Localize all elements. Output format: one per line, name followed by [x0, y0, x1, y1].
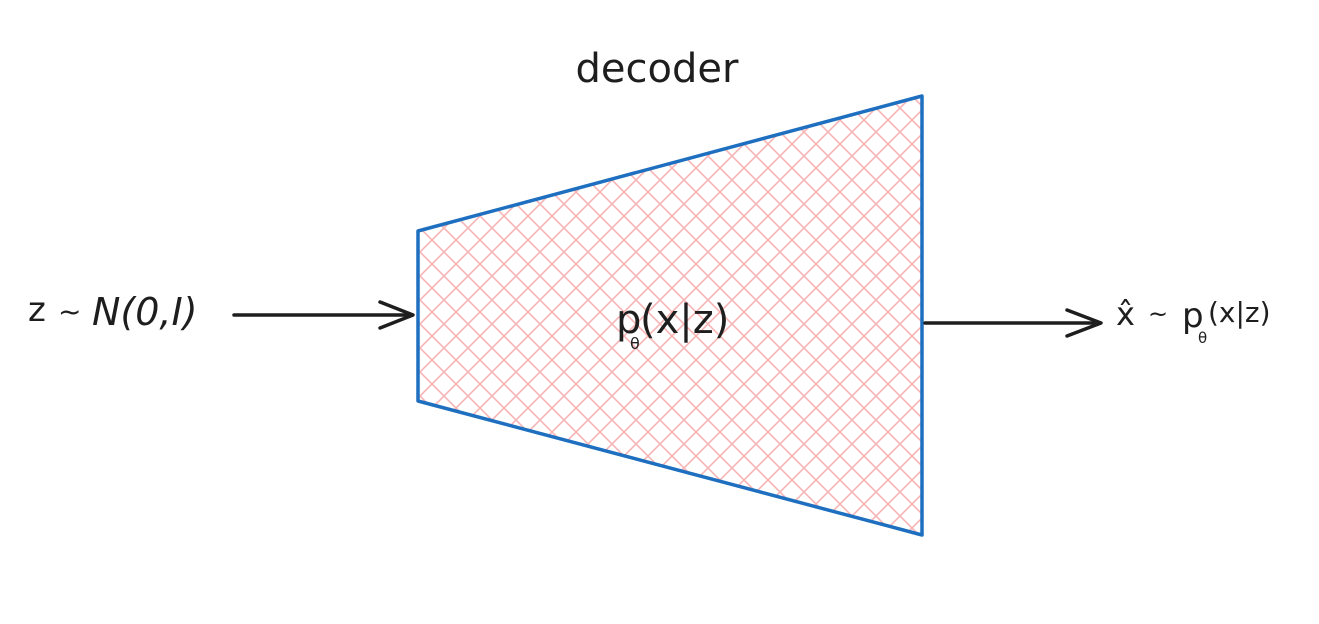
svg-text:θ: θ	[1198, 329, 1207, 347]
output-label: x̂ ~ p θ (x|z)	[1116, 295, 1271, 347]
svg-text:N(0,I): N(0,I)	[92, 290, 198, 334]
output-relation: ~	[1148, 300, 1168, 328]
output-fn: p	[1182, 296, 1204, 336]
likelihood-subscript: θ	[630, 334, 640, 353]
likelihood-fn: p	[616, 297, 641, 343]
svg-text:(x|z): (x|z)	[1208, 296, 1271, 329]
input-label: z ~ N(0,I)	[28, 290, 198, 334]
svg-text:z: z	[28, 290, 46, 330]
svg-text:p: p	[616, 297, 641, 343]
output-var: x̂	[1116, 295, 1135, 333]
svg-text:(x|z): (x|z)	[640, 297, 729, 343]
input-arrow	[232, 300, 415, 330]
svg-text:~: ~	[1148, 300, 1168, 328]
input-relation: ~	[58, 295, 81, 328]
output-subscript: θ	[1198, 329, 1207, 347]
decoder-outline	[416, 94, 924, 537]
svg-text:x̂: x̂	[1116, 295, 1135, 333]
output-args: (x|z)	[1208, 296, 1271, 329]
likelihood-args: (x|z)	[640, 297, 729, 343]
svg-text:θ: θ	[630, 334, 640, 353]
diagram-title: decoder	[576, 46, 739, 92]
output-arrow	[923, 308, 1103, 338]
svg-text:p: p	[1182, 296, 1204, 336]
input-var: z	[28, 290, 46, 330]
likelihood-label: p θ (x|z)	[616, 297, 729, 353]
input-distribution: N(0,I)	[92, 290, 198, 334]
svg-text:~: ~	[58, 295, 81, 328]
